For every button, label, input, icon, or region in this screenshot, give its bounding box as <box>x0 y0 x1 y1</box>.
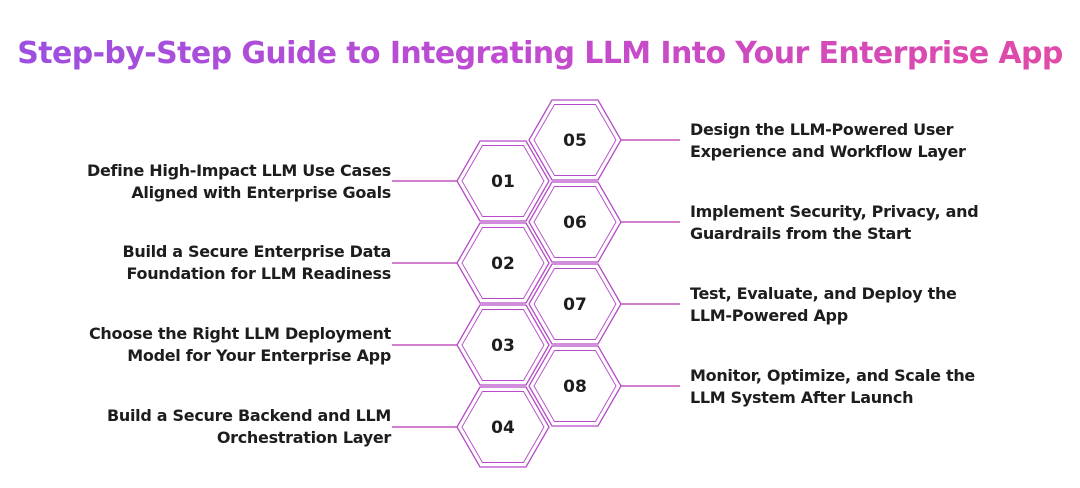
hexagon-group: 01 02 03 04 05 06 07 08 <box>456 99 622 468</box>
hexagon-inner-outline <box>533 186 617 258</box>
hexagon-02: 02 <box>456 222 550 304</box>
hexagon-08: 08 <box>528 345 622 427</box>
step-01-line1: Define High-Impact LLM Use Cases <box>87 161 391 180</box>
step-06-line2: Guardrails from the Start <box>690 224 911 243</box>
step-07-line2: LLM-Powered App <box>690 306 848 325</box>
hexagon-outline <box>456 304 550 386</box>
step-02-text: Build a Secure Enterprise Data Foundatio… <box>71 241 391 285</box>
hexagon-outline <box>456 386 550 468</box>
step-03-line2: Model for Your Enterprise App <box>127 346 391 365</box>
step-number-06: 06 <box>563 213 587 233</box>
step-06-line1: Implement Security, Privacy, and <box>690 202 979 221</box>
step-02-line1: Build a Secure Enterprise Data <box>122 242 391 261</box>
hexagon-04: 04 <box>456 386 550 468</box>
page-title: Step-by-Step Guide to Integrating LLM In… <box>0 36 1080 71</box>
hexagon-inner-outline <box>461 145 545 217</box>
step-03-line1: Choose the Right LLM Deployment <box>88 324 391 343</box>
hexagon-outline <box>456 222 550 304</box>
hexagon-outline <box>528 99 622 181</box>
hexagon-inner-outline <box>533 350 617 422</box>
hexagon-07: 07 <box>528 263 622 345</box>
step-number-08: 08 <box>563 377 587 397</box>
step-05-text: Design the LLM-Powered User Experience a… <box>690 119 1010 163</box>
hexagon-06: 06 <box>528 181 622 263</box>
hexagon-outline <box>528 263 622 345</box>
step-number-04: 04 <box>491 418 515 438</box>
hexagon-outline <box>528 345 622 427</box>
hexagon-inner-outline <box>533 268 617 340</box>
step-08-text: Monitor, Optimize, and Scale the LLM Sys… <box>690 365 1010 409</box>
step-04-text: Build a Secure Backend and LLM Orchestra… <box>71 405 391 449</box>
hexagon-outline <box>456 140 550 222</box>
step-08-line2: LLM System After Launch <box>690 388 914 407</box>
hexagon-01: 01 <box>456 140 550 222</box>
step-05-line2: Experience and Workflow Layer <box>690 142 966 161</box>
hexagon-05: 05 <box>528 99 622 181</box>
step-number-07: 07 <box>563 295 587 315</box>
hexagon-outline <box>528 181 622 263</box>
step-02-line2: Foundation for LLM Readiness <box>126 264 392 283</box>
hexagon-03: 03 <box>456 304 550 386</box>
step-04-line1: Build a Secure Backend and LLM <box>107 406 391 425</box>
hexagon-inner-outline <box>461 391 545 463</box>
step-01-line2: Aligned with Enterprise Goals <box>131 183 391 202</box>
step-05-line1: Design the LLM-Powered User <box>690 120 954 139</box>
connector-lines <box>392 139 680 428</box>
step-number-01: 01 <box>491 172 515 192</box>
step-04-line2: Orchestration Layer <box>216 428 391 447</box>
step-07-line1: Test, Evaluate, and Deploy the <box>690 284 957 303</box>
step-number-02: 02 <box>491 254 515 274</box>
step-03-text: Choose the Right LLM Deployment Model fo… <box>71 323 391 367</box>
step-number-05: 05 <box>563 131 587 151</box>
step-06-text: Implement Security, Privacy, and Guardra… <box>690 201 1010 245</box>
hexagon-inner-outline <box>533 104 617 176</box>
step-08-line1: Monitor, Optimize, and Scale the <box>690 366 975 385</box>
step-01-text: Define High-Impact LLM Use Cases Aligned… <box>71 160 391 204</box>
hexagon-inner-outline <box>461 309 545 381</box>
step-07-text: Test, Evaluate, and Deploy the LLM-Power… <box>690 283 1010 327</box>
step-number-03: 03 <box>491 336 515 356</box>
hexagon-inner-outline <box>461 227 545 299</box>
